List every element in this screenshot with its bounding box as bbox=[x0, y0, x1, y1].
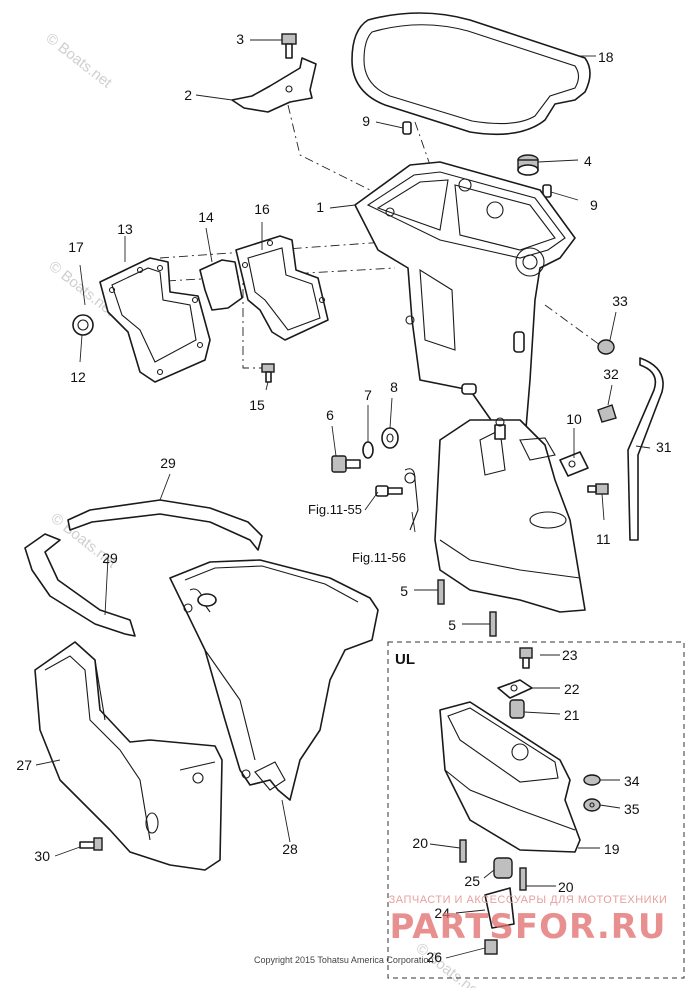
label-part-4: 4 bbox=[584, 153, 592, 169]
label-part-30: 30 bbox=[34, 848, 50, 864]
label-part-20a: 20 bbox=[412, 835, 428, 851]
part-26-bolt bbox=[484, 939, 498, 955]
label-part-27: 27 bbox=[16, 757, 32, 773]
label-part-9a: 9 bbox=[362, 113, 370, 129]
part-31-tube bbox=[627, 357, 664, 541]
part-27-cover bbox=[34, 641, 223, 871]
label-part-5a: 5 bbox=[400, 583, 408, 599]
label-part-32: 32 bbox=[603, 366, 619, 382]
part-30-bolt bbox=[79, 837, 103, 851]
label-part-1: 1 bbox=[316, 199, 324, 215]
part-8-washer bbox=[381, 427, 399, 449]
label-part-29b: 29 bbox=[102, 550, 118, 566]
copyright-text: Copyright 2015 Tohatsu America Corporati… bbox=[254, 955, 433, 965]
part-35 bbox=[583, 798, 601, 812]
label-part-8: 8 bbox=[390, 379, 398, 395]
part-7-washer bbox=[362, 441, 374, 459]
partsfor-tagline: ЗАПЧАСТИ И АКСЕССУАРЫ ДЛЯ МОТОТЕХНИКИ bbox=[389, 894, 668, 906]
part-1-lower bbox=[434, 417, 586, 613]
label-part-20b: 20 bbox=[558, 879, 574, 895]
label-part-19: 19 bbox=[604, 841, 620, 857]
part-1-housing bbox=[354, 161, 576, 471]
part-18-gasket bbox=[351, 12, 591, 136]
label-part-11: 11 bbox=[596, 531, 611, 547]
part-11-bolt bbox=[587, 483, 609, 495]
part-19-housing bbox=[439, 701, 581, 853]
part-33 bbox=[597, 339, 615, 355]
label-part-29a: 29 bbox=[160, 455, 176, 471]
part-34 bbox=[583, 774, 601, 786]
leader-lines bbox=[35, 39, 651, 959]
label-part-31: 31 bbox=[656, 439, 672, 455]
label-part-2: 2 bbox=[184, 87, 192, 103]
label-part-14: 14 bbox=[198, 209, 214, 225]
part-23-bolt bbox=[519, 647, 533, 669]
part-6-bolt bbox=[331, 455, 361, 473]
partsfor-logo: ЗАПЧАСТИ И АКСЕССУАРЫ ДЛЯ МОТОТЕХНИКИ PA… bbox=[389, 894, 668, 947]
partsfor-logo-text: PARTSFOR.RU bbox=[389, 907, 666, 947]
label-part-7: 7 bbox=[364, 387, 372, 403]
label-part-13: 13 bbox=[117, 221, 133, 237]
label-part-6: 6 bbox=[326, 407, 334, 423]
label-part-23: 23 bbox=[562, 647, 578, 663]
part-13-cover bbox=[99, 257, 211, 383]
ref-bolt bbox=[375, 485, 403, 497]
label-part-33: 33 bbox=[612, 293, 628, 309]
label-part-21: 21 bbox=[564, 707, 580, 723]
label-fig-11-55: Fig.11-55 bbox=[308, 502, 362, 517]
label-part-26: 26 bbox=[426, 949, 442, 965]
part-4-grommet bbox=[517, 154, 539, 176]
label-part-9b: 9 bbox=[590, 197, 598, 213]
label-part-28: 28 bbox=[282, 841, 298, 857]
label-part-24: 24 bbox=[434, 905, 450, 921]
label-part-10: 10 bbox=[566, 411, 582, 427]
part-28-cover bbox=[169, 559, 379, 801]
part-24 bbox=[484, 887, 515, 929]
part-15-bolt bbox=[261, 363, 275, 383]
part-10-clamp bbox=[559, 451, 589, 477]
label-fig-11-56: Fig.11-56 bbox=[352, 550, 406, 565]
ref-clip bbox=[404, 468, 419, 531]
label-part-34: 34 bbox=[624, 773, 640, 789]
label-part-18: 18 bbox=[598, 49, 614, 65]
part-32 bbox=[597, 404, 617, 423]
label-part-5b: 5 bbox=[448, 617, 456, 633]
part-20-studs bbox=[459, 839, 527, 891]
label-part-12: 12 bbox=[70, 369, 86, 385]
ul-box: UL bbox=[387, 641, 685, 979]
label-part-16: 16 bbox=[254, 201, 270, 217]
part-22 bbox=[497, 679, 533, 699]
label-part-35: 35 bbox=[624, 801, 640, 817]
part-21 bbox=[509, 699, 525, 719]
part-labels: 1 2 3 4 5 5 6 7 8 9 9 10 11 12 13 14 15 … bbox=[16, 31, 671, 965]
part-2-bracket bbox=[231, 57, 317, 113]
part-3-bolt bbox=[281, 33, 297, 59]
label-part-15: 15 bbox=[249, 397, 265, 413]
part-17-12 bbox=[72, 264, 94, 336]
label-part-3: 3 bbox=[236, 31, 244, 47]
part-14-plate bbox=[199, 259, 243, 311]
label-part-17: 17 bbox=[68, 239, 84, 255]
part-16-gasket bbox=[235, 235, 329, 341]
ul-box-label: UL bbox=[395, 651, 415, 668]
label-part-25: 25 bbox=[464, 873, 480, 889]
watermark-1: © Boats.net bbox=[43, 30, 116, 92]
label-part-22: 22 bbox=[564, 681, 580, 697]
part-25 bbox=[493, 857, 513, 879]
